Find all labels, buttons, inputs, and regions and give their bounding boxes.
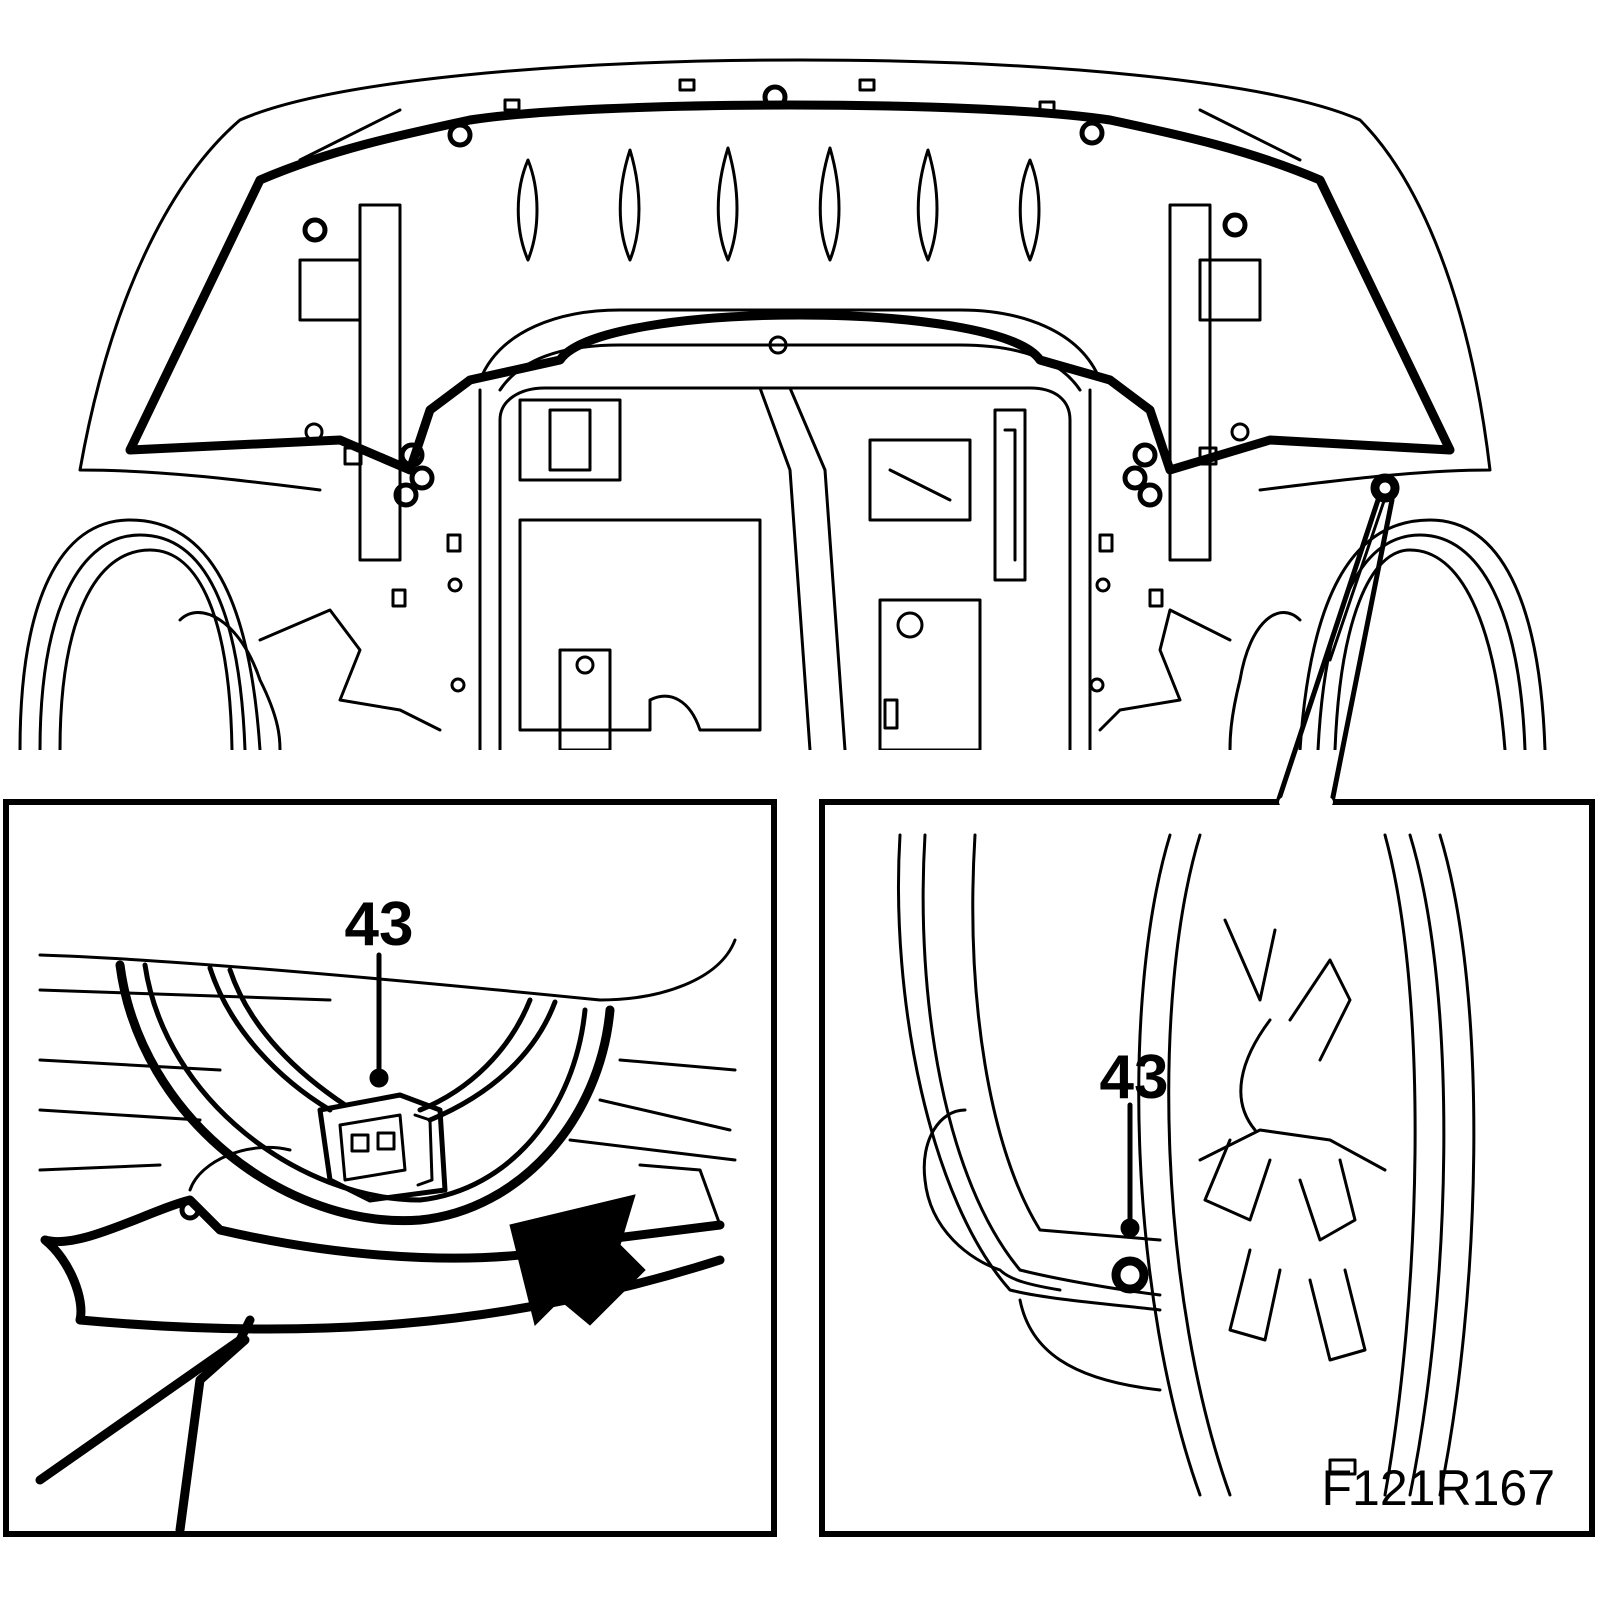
inset-connector-detail: 43 (3, 799, 777, 1537)
callout-connector-line (1275, 497, 1395, 805)
wheel-rim (1198, 918, 1387, 1476)
subframe (478, 386, 1092, 752)
sensor-connector (317, 1092, 448, 1203)
underbody-overview (0, 58, 1600, 754)
sensor-hole (1111, 1256, 1149, 1294)
bumper-clips (302, 78, 1248, 243)
sensor-location-marker (1370, 473, 1400, 503)
right-rear-wheel (1098, 518, 1547, 752)
wiring-harness-loop (115, 960, 615, 1226)
bumper-outline (78, 58, 1492, 492)
rear-crossmember (478, 308, 1102, 392)
rear-tyre (1137, 833, 1476, 1497)
mounting-holes (304, 335, 1250, 693)
callout-label-left: 43 (345, 890, 414, 959)
callout-label-right: 43 (1100, 1043, 1169, 1112)
left-rear-wheel (18, 518, 442, 752)
bumper-corner (897, 833, 1162, 1312)
bumper-inner-seal (125, 100, 1455, 475)
fuel-tank-area (518, 398, 1027, 752)
figure-code: F121R167 (1322, 1460, 1556, 1516)
indicator-arrow (509, 1194, 646, 1326)
inset-right-frame (819, 799, 1595, 1537)
bumper-ribs (516, 146, 1041, 262)
inset-sensor-location: 43 F121R167 (819, 797, 1595, 1537)
